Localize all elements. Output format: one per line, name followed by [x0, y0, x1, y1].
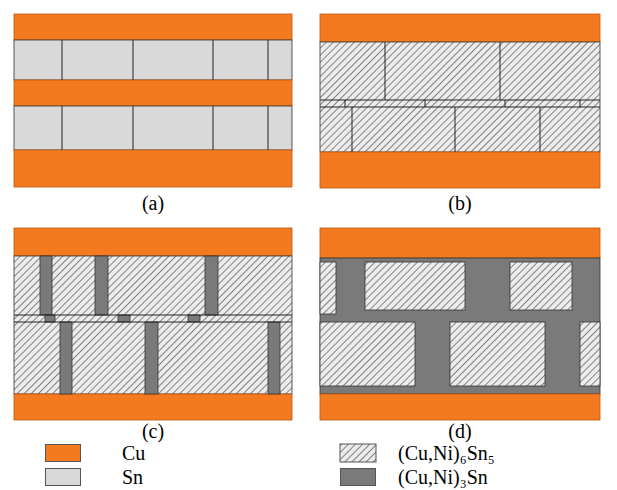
- legend-text: (Cu,Ni)₃Sn: [398, 466, 488, 488]
- panel-label: (d): [448, 420, 471, 442]
- cu-layer: [14, 394, 292, 420]
- cu3sn-grain: [268, 322, 280, 394]
- cu3sn-grain: [60, 322, 72, 394]
- legend-swatch: [45, 444, 81, 462]
- legend-swatch: [45, 468, 81, 486]
- imc-grain: [510, 262, 572, 310]
- imc-layer: [14, 256, 292, 394]
- cu3sn-grain: [145, 322, 158, 394]
- grain-boundary: [455, 107, 456, 152]
- cu3sn-grain: [95, 256, 108, 315]
- grain-boundary: [133, 40, 134, 80]
- cu3sn-grain: [40, 256, 52, 315]
- grain-boundary: [213, 40, 214, 80]
- grain-boundary: [268, 106, 269, 150]
- cu-layer: [320, 228, 600, 258]
- legend-text: Cu: [122, 442, 145, 464]
- legend-text: Sn: [122, 466, 143, 488]
- grain-boundary: [540, 107, 541, 152]
- cu-layer: [14, 80, 292, 106]
- imc-layer: [320, 42, 600, 152]
- sn-layer: [14, 40, 292, 80]
- cu3sn-grain: [205, 256, 218, 315]
- cu-layer: [320, 14, 600, 42]
- grain-boundary: [62, 106, 63, 150]
- grain-boundary: [133, 106, 134, 150]
- cu-layer: [14, 228, 292, 256]
- legend-text: (Cu,Ni)₆Sn₅: [398, 442, 495, 464]
- grain-boundary: [14, 322, 292, 323]
- panel-label: (a): [142, 192, 164, 214]
- panel-label: (b): [448, 192, 471, 214]
- imc-grain: [580, 322, 600, 386]
- grain-boundary: [345, 100, 346, 107]
- grain-boundary: [580, 100, 581, 107]
- grain-boundary: [505, 100, 506, 107]
- grain-boundary: [320, 100, 600, 101]
- sn-layer: [14, 106, 292, 150]
- grain-boundary: [62, 40, 63, 80]
- cu3sn-grain: [118, 315, 130, 322]
- imc-grain: [365, 262, 465, 310]
- grain-boundary: [213, 106, 214, 150]
- grain-boundary: [385, 42, 386, 100]
- imc-grain: [320, 262, 336, 314]
- grain-boundary: [14, 315, 292, 316]
- panel-label: (c): [142, 420, 164, 442]
- imc-grain: [450, 322, 545, 386]
- grain-boundary: [352, 107, 353, 152]
- grain-boundary: [268, 40, 269, 80]
- grain-boundary: [425, 100, 426, 107]
- cu-layer: [14, 14, 292, 40]
- imc-grain: [320, 322, 415, 386]
- legend-swatch: [340, 468, 376, 486]
- cu-layer: [320, 152, 600, 188]
- grain-boundary: [500, 42, 501, 100]
- cu3sn-grain: [188, 315, 200, 322]
- cu3sn-layer: [320, 258, 600, 394]
- grain-boundary: [320, 107, 600, 108]
- cu3sn-grain: [45, 315, 55, 322]
- cu-layer: [320, 394, 600, 420]
- cu-layer: [14, 150, 292, 187]
- legend-swatch: [340, 444, 376, 462]
